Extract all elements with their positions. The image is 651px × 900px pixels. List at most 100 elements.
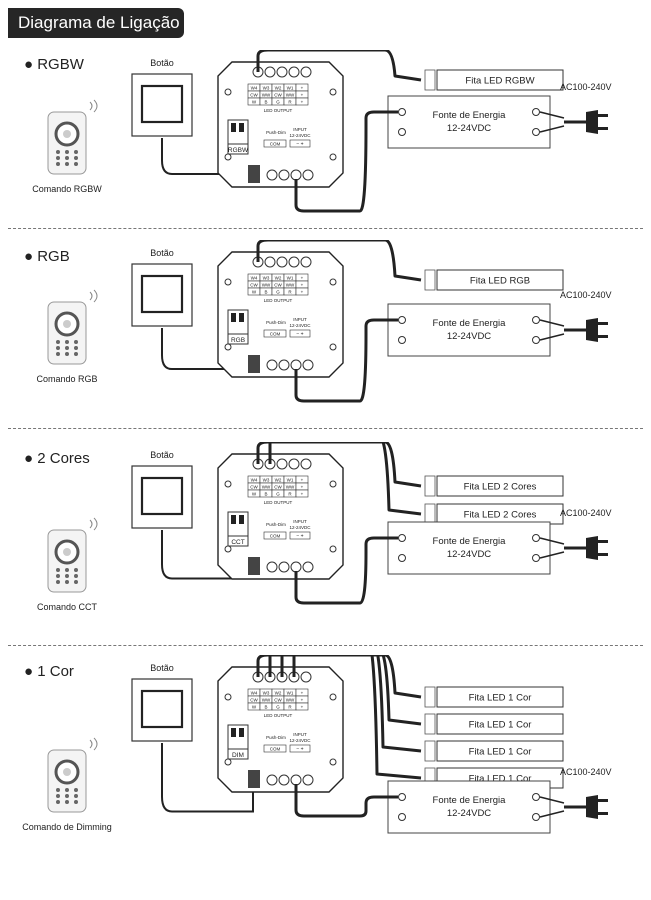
power-plug-icon (539, 536, 608, 560)
terminal-label: + (301, 478, 304, 483)
power-supply-box (387, 780, 551, 834)
terminal-label: + (301, 100, 304, 105)
led-strip (436, 740, 564, 762)
strip-connector (424, 69, 436, 91)
terminal-label: + (301, 485, 304, 490)
remote-label: Comando RGB (36, 374, 97, 384)
psu-terminal (532, 316, 540, 324)
strip-connector (424, 686, 436, 708)
terminal-label: W1 (287, 86, 294, 91)
terminal-label: W3 (263, 86, 270, 91)
power-supply-label: Fonte de Energia (433, 318, 507, 329)
section-title: ● 1 Cor (24, 663, 74, 680)
wall-switch-key (140, 476, 184, 516)
remote-label: Comando RGBW (32, 184, 102, 194)
section-divider (8, 228, 643, 229)
push-dim-label: Push-Dim (266, 130, 286, 135)
led-output-label: LED OUTPUT (264, 298, 293, 303)
dc-power-wire (294, 318, 398, 403)
psu-terminal (398, 336, 406, 344)
psu-terminal (398, 554, 406, 562)
terminal-label: CW (274, 698, 282, 703)
terminal-label: + (301, 283, 304, 288)
psu-terminal (532, 793, 540, 801)
mode-label: DIM (232, 752, 244, 759)
power-supply-label: Fonte de Energia (433, 795, 507, 806)
psu-terminal (398, 128, 406, 136)
switch-wire (161, 328, 254, 370)
strip-wire (268, 655, 422, 726)
power-supply-label: Fonte de Energia (433, 110, 507, 121)
strip-wire (292, 655, 422, 780)
terminal-label: W1 (287, 276, 294, 281)
power-supply-box (387, 95, 551, 149)
psu-terminal (398, 316, 406, 324)
input-label: INPUT (293, 732, 307, 737)
terminal-label: R (288, 100, 292, 105)
terminal-label: W1 (287, 691, 294, 696)
section-divider (8, 645, 643, 646)
ac-voltage-label: AC100-240V (560, 767, 612, 777)
input-voltage-label: 12-24VDC (289, 133, 311, 138)
led-strip-label: Fita LED 1 Cor (469, 720, 532, 731)
com-label: COM (270, 142, 281, 147)
page-header: Diagrama de Ligação (8, 8, 184, 38)
terminal-label: W (252, 705, 257, 710)
terminal-label: CW (250, 485, 258, 490)
psu-terminal (398, 793, 406, 801)
button-label: Botão (150, 248, 174, 258)
terminal-label: CW (250, 283, 258, 288)
terminal-label: + (301, 290, 304, 295)
led-strip-label: Fita LED 1 Cor (469, 774, 532, 785)
push-dim-label: Push-Dim (266, 522, 286, 527)
remote-label: Comando CCT (37, 602, 98, 612)
strip-connector (424, 713, 436, 735)
terminal-label: + (301, 492, 304, 497)
led-strip (436, 475, 564, 497)
input-voltage-label: 12-24VDC (289, 323, 311, 328)
terminal-label: CW (274, 283, 282, 288)
terminal-label: B (264, 492, 267, 497)
power-supply-box (387, 521, 551, 575)
power-plug-icon (539, 318, 608, 342)
dc-power-wire (294, 784, 398, 818)
terminal-label: + (301, 86, 304, 91)
switch-wire (161, 743, 254, 813)
led-strip-label: Fita LED 1 Cor (469, 747, 532, 758)
terminal-label: W3 (263, 691, 270, 696)
psu-terminal (532, 128, 540, 136)
remote-control-icon (47, 737, 98, 813)
led-output-label: LED OUTPUT (264, 500, 293, 505)
input-voltage-label: 12-24VDC (289, 738, 311, 743)
power-supply-label: Fonte de Energia (433, 536, 507, 547)
button-label: Botão (150, 450, 174, 460)
strip-connector (424, 269, 436, 291)
terminal-label: W4 (251, 86, 258, 91)
com-label: COM (270, 332, 281, 337)
psu-terminal (532, 813, 540, 821)
terminal-label: WW (286, 698, 295, 703)
led-output-label: LED OUTPUT (264, 713, 293, 718)
input-pins-label: − + (296, 332, 303, 338)
power-supply-voltage: 12-24VDC (447, 123, 491, 134)
psu-terminal (398, 108, 406, 116)
terminal-label: W4 (251, 691, 258, 696)
terminal-label: W2 (275, 478, 282, 483)
switch-wire (161, 138, 254, 175)
strip-wire (256, 50, 422, 82)
remote-control-icon (47, 99, 98, 175)
terminal-label: CW (250, 698, 258, 703)
terminal-label: + (301, 705, 304, 710)
terminal-label: WW (262, 93, 271, 98)
led-strip (436, 686, 564, 708)
terminal-label: + (301, 698, 304, 703)
terminal-label: WW (262, 283, 271, 288)
